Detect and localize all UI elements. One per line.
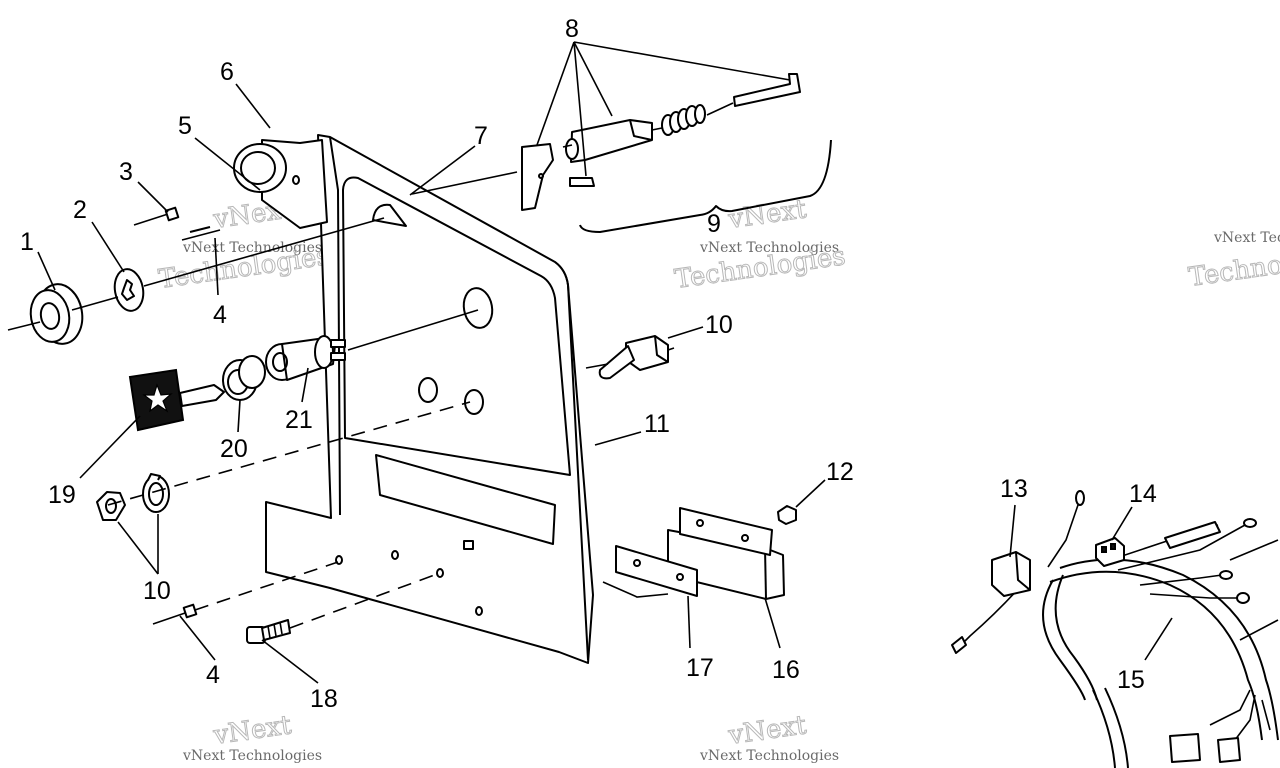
callout-12: 12 [826, 458, 854, 486]
part-2-star-washer [113, 268, 145, 312]
callout-17: 17 [686, 654, 714, 682]
callout-19: 19 [48, 481, 76, 509]
part-1-nut [29, 283, 84, 345]
watermark-top-right: vNext Technologies Technologies [1186, 230, 1280, 293]
part-11-mounting-panel [265, 134, 594, 664]
part-13-connector [991, 551, 1031, 597]
callout-2: 2 [73, 196, 87, 224]
part-20-ring-nut [222, 355, 266, 401]
callout-14: 14 [1129, 480, 1157, 508]
callout-20: 20 [220, 435, 248, 463]
part-12-nut [777, 505, 797, 525]
callout-5: 5 [178, 112, 192, 140]
watermark-text: vNext Technologies [699, 240, 839, 256]
watermark-bottom-center: vNext vNext Technologies [699, 710, 839, 764]
watermark-text: vNext [726, 194, 809, 235]
watermark-text: vNext Technologies [182, 748, 322, 764]
callout-3: 3 [119, 158, 133, 186]
callout-13: 13 [1000, 475, 1028, 503]
callout-10: 10 [143, 577, 171, 605]
part-15-wiring-harness [951, 490, 1279, 768]
watermark-text: vNext Technologies [699, 748, 839, 764]
watermark-text: Technologies [1187, 239, 1280, 293]
callout-7: 7 [474, 122, 488, 150]
part-19-key [128, 368, 225, 432]
watermark-top-center: vNext vNext Technologies Technologies [672, 194, 848, 296]
part-4-top-screw [181, 226, 221, 241]
callout-11: 11 [644, 410, 670, 438]
watermark-text: vNext [211, 710, 294, 751]
part-14-connector [1095, 537, 1125, 567]
part-8-switch-assembly [521, 73, 801, 211]
watermark-bottom-left: vNext vNext Technologies [182, 710, 322, 764]
part-21-ignition-switch [265, 335, 346, 381]
part-17-straps [602, 507, 773, 598]
part-3-screw [133, 206, 180, 226]
callout-16: 16 [772, 656, 800, 684]
part-10-toggle-switch [598, 335, 675, 380]
part-10-nut-and-washer [96, 473, 170, 521]
leader-lines [37, 41, 1173, 684]
callout-15: 15 [1117, 666, 1145, 694]
callout-6: 6 [220, 58, 234, 86]
callout-4: 4 [213, 301, 227, 329]
callout-18: 18 [310, 685, 338, 713]
part-18-bolt [246, 619, 291, 644]
part-9-bracket [579, 139, 832, 233]
part-4-bottom-screw [152, 603, 198, 625]
callout-10: 10 [705, 311, 733, 339]
watermark-text: vNext Technologies [1213, 230, 1280, 246]
callout-9: 9 [707, 210, 721, 238]
callout-21: 21 [285, 406, 313, 434]
callout-1: 1 [20, 228, 34, 256]
callout-labels: 1 2 3 4 4 5 6 7 8 9 10 10 11 12 13 14 15… [20, 15, 1157, 713]
callout-4: 4 [206, 661, 220, 689]
assembly-lines [7, 102, 734, 629]
watermark-text: vNext [726, 710, 809, 751]
callout-8: 8 [565, 15, 579, 43]
watermark-text: vNext Technologies [182, 240, 322, 256]
